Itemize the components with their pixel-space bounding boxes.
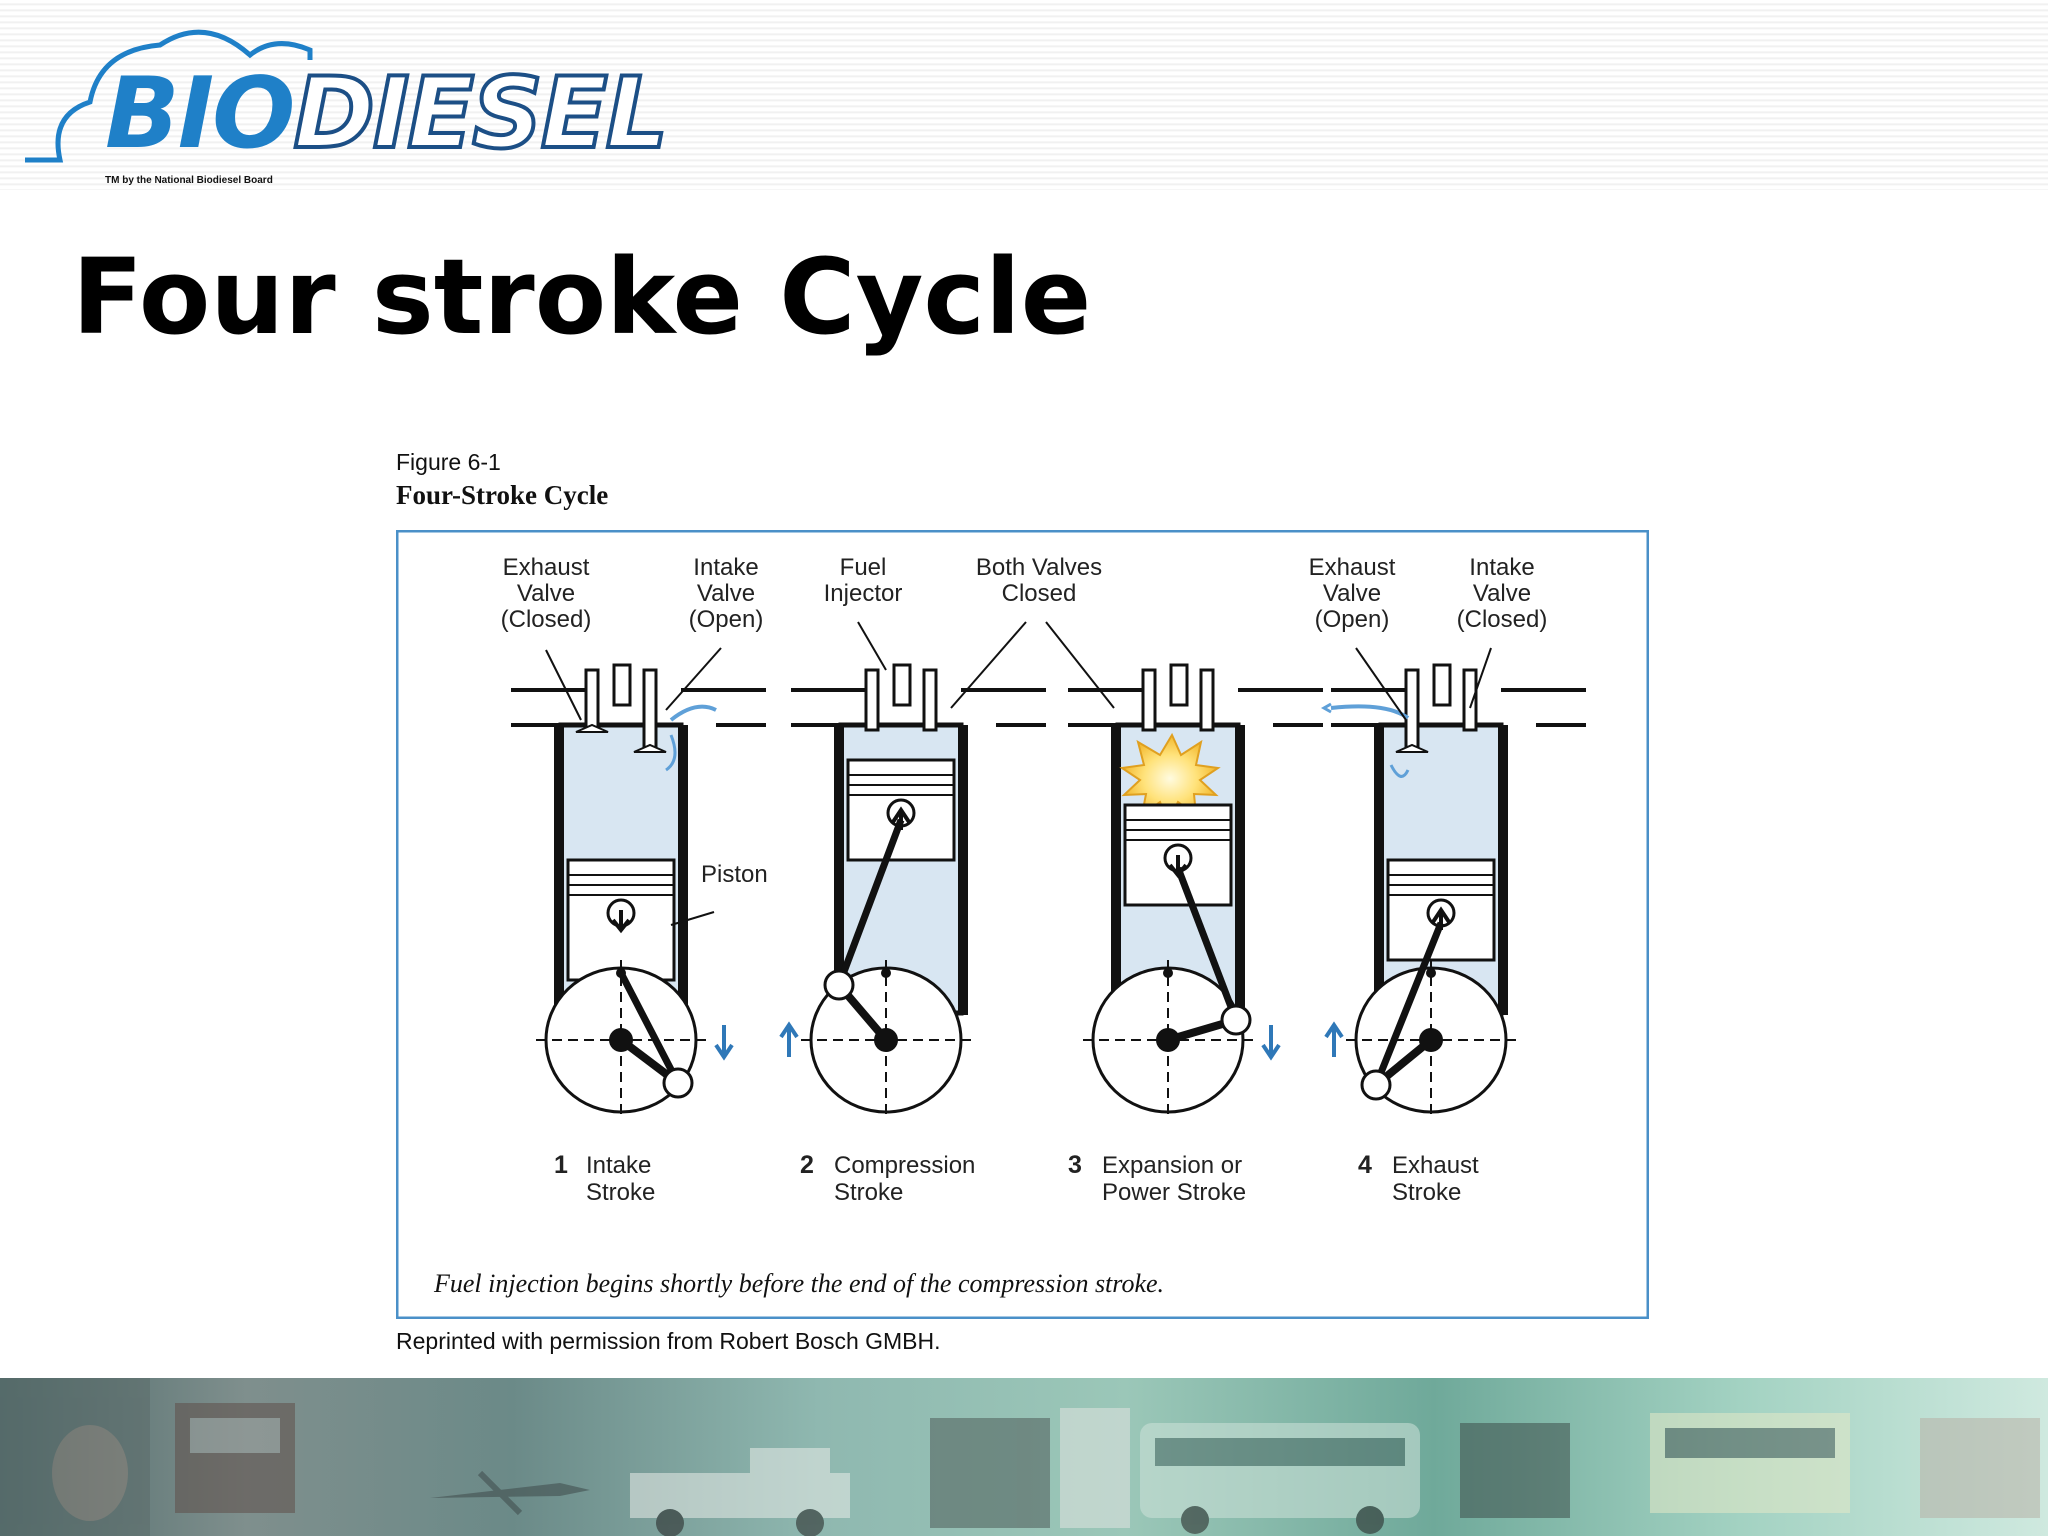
svg-text:Valve: Valve [1323,580,1381,607]
slide-title: Four stroke Cycle [72,236,1092,358]
svg-text:2: 2 [800,1151,814,1179]
svg-text:Fuel: Fuel [840,554,887,581]
label-exhaust-valve-open: Exhaust Valve (Open) [1309,554,1396,633]
four-stroke-diagram: Exhaust Valve (Closed) Intake Valve (Ope… [396,530,1649,1319]
svg-text:Injector: Injector [824,580,903,607]
figure-caption: Fuel injection begins shortly before the… [433,1269,1164,1298]
svg-text:Valve: Valve [1473,580,1531,607]
rotation-arrow-icon [1324,1021,1344,1057]
figure-title: Four-Stroke Cycle [396,480,609,510]
cylinder-intake [511,663,766,1120]
leader-lines [545,621,1492,926]
svg-text:(Open): (Open) [689,606,764,633]
svg-text:Stroke: Stroke [834,1179,903,1206]
svg-text:Both Valves: Both Valves [976,554,1102,581]
label-piston: Piston [701,861,768,888]
cylinder-expansion [1068,663,1323,1120]
label-exhaust-valve-closed: Exhaust Valve (Closed) [501,554,592,633]
stroke-label-3: 3 Expansion or Power Stroke [1068,1151,1246,1206]
cylinder-compression [779,663,1046,1120]
svg-text:Valve: Valve [517,580,575,607]
svg-text:Stroke: Stroke [586,1179,655,1206]
svg-text:Expansion or: Expansion or [1102,1152,1242,1179]
svg-text:Intake: Intake [1469,554,1534,581]
svg-text:(Closed): (Closed) [1457,606,1548,633]
rotation-arrow-icon [714,1025,734,1061]
svg-text:Closed: Closed [1002,580,1077,607]
logo-wordmark: BIODIESEL [105,63,670,165]
figure-credit: Reprinted with permission from Robert Bo… [396,1328,941,1354]
svg-text:(Closed): (Closed) [501,606,592,633]
svg-text:Power Stroke: Power Stroke [1102,1179,1246,1206]
bus-icon [1140,1423,1420,1518]
svg-text:Intake: Intake [586,1152,651,1179]
svg-text:4: 4 [1358,1151,1372,1179]
svg-text:(Open): (Open) [1315,606,1390,633]
svg-text:Stroke: Stroke [1392,1179,1461,1206]
label-both-valves-closed: Both Valves Closed [976,554,1102,607]
jeep-icon [1460,1423,1570,1518]
svg-text:Intake: Intake [693,554,758,581]
svg-text:Exhaust: Exhaust [1309,554,1396,581]
semi-truck-icon [930,1418,1050,1528]
biodiesel-logo: BIODIESEL TM by the National Biodiesel B… [20,10,680,186]
cloud-outline-icon [25,29,313,163]
svg-text:Exhaust: Exhaust [1392,1152,1479,1179]
svg-text:Compression: Compression [834,1152,975,1179]
svg-text:3: 3 [1068,1151,1082,1179]
svg-text:Valve: Valve [697,580,755,607]
figure-number: Figure 6-1 [396,449,501,475]
rotation-arrow-icon [1261,1025,1281,1061]
label-fuel-injector: Fuel Injector [824,554,903,607]
logo-diesel: DIESEL [291,57,670,171]
stroke-label-4: 4 Exhaust Stroke [1358,1151,1479,1206]
rotation-arrow-icon [779,1021,799,1057]
footer-photo-strip [0,1378,2048,1536]
stroke-label-1: 1 Intake Stroke [554,1151,655,1206]
label-intake-valve-closed: Intake Valve (Closed) [1457,554,1548,633]
cylinder-exhaust [1320,663,1586,1120]
label-intake-valve-open: Intake Valve (Open) [689,554,764,633]
stroke-label-2: 2 Compression Stroke [800,1151,975,1206]
airplane-icon [430,1483,590,1498]
svg-text:1: 1 [554,1151,568,1179]
logo-bio: BIO [105,57,295,171]
logo-trademark: TM by the National Biodiesel Board [105,175,273,186]
header-banner: BIODIESEL TM by the National Biodiesel B… [0,0,2048,190]
svg-text:Exhaust: Exhaust [503,554,590,581]
snow-plow-icon [1920,1418,2040,1518]
